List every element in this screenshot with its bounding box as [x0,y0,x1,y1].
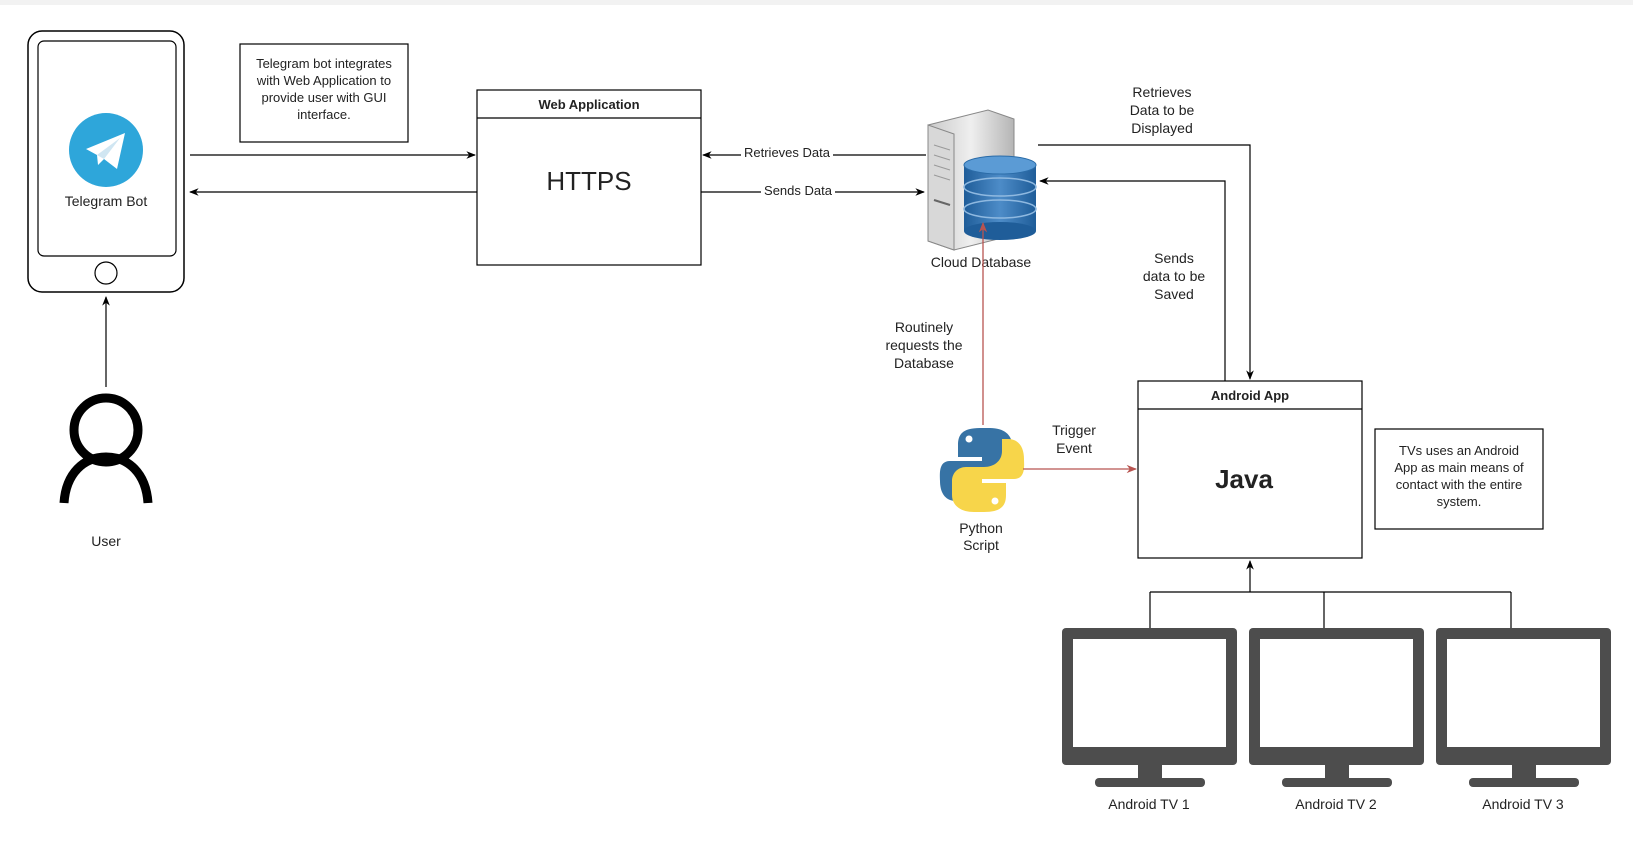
diagram-canvas: Telegram Bot Telegram bot integrates wit… [0,5,1633,841]
edge-label-retrieves-display-2: Data to be [1130,102,1195,118]
telegram-bot-label: Telegram Bot [65,193,148,209]
web-app-header: Web Application [538,97,639,112]
android-tv-3-node[interactable]: Android TV 3 [1436,628,1611,812]
monitor-icon [1436,628,1611,787]
telegram-note-line-1: Telegram bot integrates [256,56,392,71]
edge-label-retrieves-data: Retrieves Data [744,145,831,160]
monitor-icon [1062,628,1237,787]
telegram-note-line-2: with Web Application to [256,73,391,88]
edge-label-retrieves-display-3: Displayed [1131,120,1192,136]
monitor-icon [1249,628,1424,787]
edge-label-sends-saved-2: data to be [1143,268,1205,284]
diagram-svg: Telegram Bot Telegram bot integrates wit… [27,30,1611,812]
user-node[interactable]: User [59,393,153,549]
python-icon [939,428,1025,512]
telegram-icon [69,113,143,187]
android-tv-2-node[interactable]: Android TV 2 [1249,628,1424,812]
android-tv-2-label: Android TV 2 [1295,796,1377,812]
cloud-database-label: Cloud Database [931,254,1032,270]
telegram-note-line-4: interface. [297,107,350,122]
web-app-box [476,89,702,266]
android-app-header: Android App [1211,388,1289,403]
tv-note: TVs uses an Android App as main means of… [1374,428,1544,530]
web-app-body: HTTPS [546,166,631,196]
telegram-bot-node[interactable]: Telegram Bot [27,30,185,293]
edge-label-routinely-1: Routinely [895,319,953,335]
phone-home-button [94,261,118,285]
python-label-line-2: Script [963,537,999,553]
android-tv-1-node[interactable]: Android TV 1 [1062,628,1237,812]
edge-label-retrieves-display-1: Retrieves [1132,84,1191,100]
edge-label-trigger-1: Trigger [1052,422,1096,438]
database-icon [963,155,1037,240]
edge-label-sends-saved-3: Saved [1154,286,1194,302]
telegram-note: Telegram bot integrates with Web Applica… [239,43,409,143]
android-app-box [1137,380,1363,559]
edge-label-routinely-3: Database [894,355,954,371]
edge-android-to-db [1039,177,1226,381]
edge-label-routinely-2: requests the [885,337,962,353]
android-tv-3-label: Android TV 3 [1482,796,1564,812]
android-tv-1-label: Android TV 1 [1108,796,1190,812]
web-application-node[interactable]: Web Application HTTPS [476,89,702,266]
edge-label-trigger-2: Event [1056,440,1092,456]
tv-note-line-2: App as main means of [1394,460,1524,475]
edge-label-sends-saved-1: Sends [1154,250,1194,266]
tv-note-line-1: TVs uses an Android [1399,443,1519,458]
tv-note-line-3: contact with the entire [1396,477,1522,492]
user-label: User [91,533,121,549]
user-icon [59,393,153,504]
android-app-body: Java [1215,464,1273,494]
telegram-note-line-3: provide user with GUI [262,90,387,105]
tv-note-line-4: system. [1437,494,1482,509]
edge-db-to-android [1038,144,1254,380]
android-app-node[interactable]: Android App Java [1137,380,1363,559]
cloud-database-node[interactable]: Cloud Database [927,109,1037,270]
python-label-line-1: Python [959,520,1003,536]
python-script-node[interactable]: Python Script [939,428,1025,553]
edge-tvs-to-android [1149,560,1512,628]
edge-label-sends-data: Sends Data [764,183,833,198]
